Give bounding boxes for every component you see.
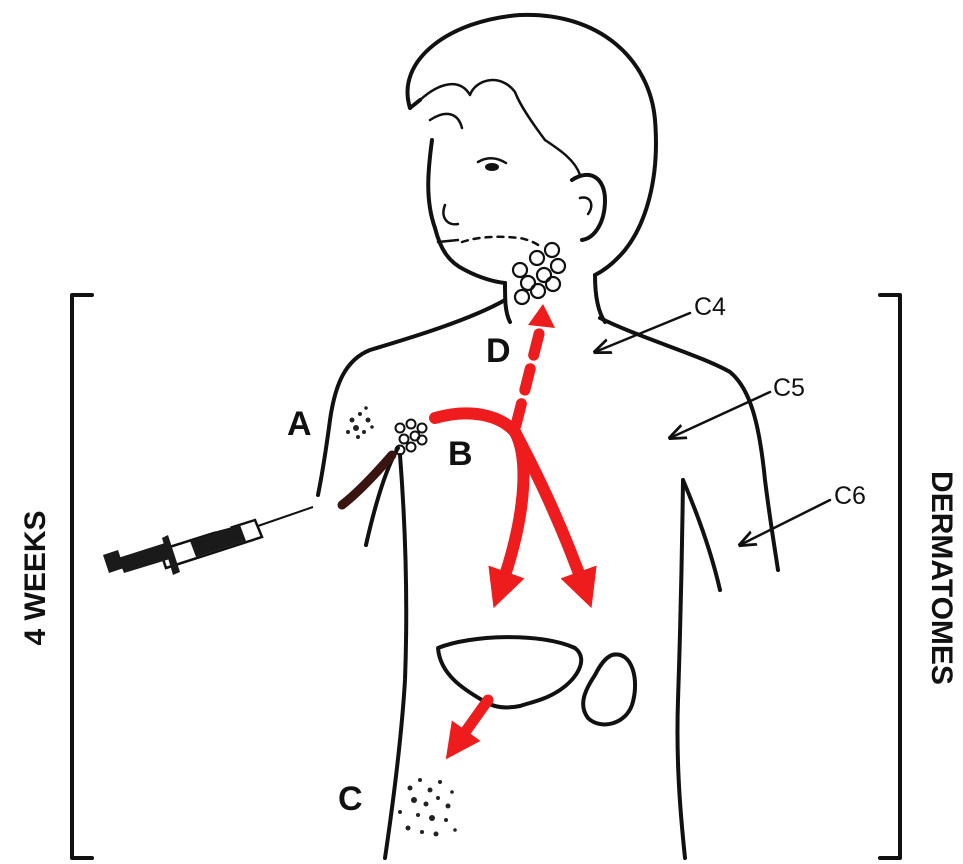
c6-arrow — [740, 500, 830, 545]
lesion-site-c — [398, 778, 457, 837]
pathway-to-neck-dashed — [516, 330, 540, 425]
left-bracket — [72, 295, 92, 858]
pathway-arrows — [435, 304, 585, 745]
side-label-right: DERMATOMES — [925, 471, 958, 685]
pathway-to-c-site — [456, 700, 488, 745]
pathway-neck-head — [528, 304, 555, 328]
right-bracket — [880, 295, 900, 858]
label-c: C — [338, 780, 363, 818]
lesion-site-a — [346, 406, 374, 439]
child-figure — [318, 15, 778, 858]
side-label-left: 4 WEEKS — [19, 510, 52, 645]
dermatome-label-c4: C4 — [694, 293, 726, 321]
dermatome-label-c6: C6 — [834, 482, 866, 510]
label-d: D — [486, 332, 511, 370]
syringe-icon — [103, 507, 313, 575]
lymph-nodes-axillary — [396, 420, 427, 455]
dermatome-arrows — [595, 313, 830, 545]
lymph-nodes-cervical — [513, 243, 565, 304]
label-b: B — [448, 435, 473, 473]
pathway-upper-main — [435, 413, 515, 432]
label-a: A — [287, 405, 312, 443]
dermatome-label-c5: C5 — [773, 374, 805, 402]
pathway-branch-left — [500, 432, 523, 590]
c4-arrow — [595, 313, 690, 352]
